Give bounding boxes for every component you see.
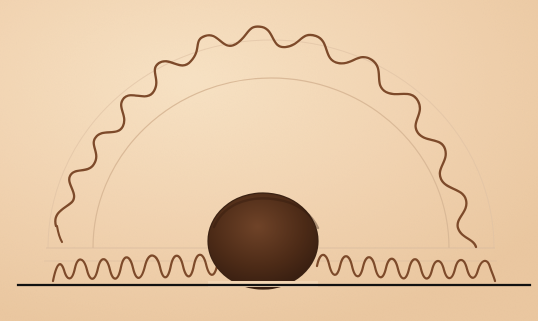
sketch-svg bbox=[0, 0, 538, 321]
drawing-scene bbox=[0, 0, 538, 321]
